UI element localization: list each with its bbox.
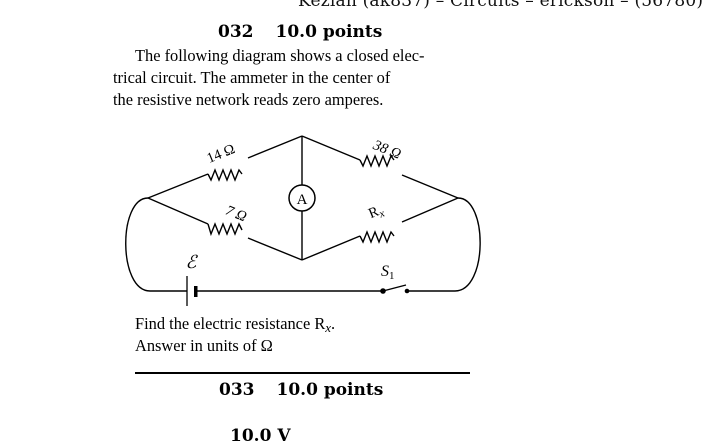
ammeter-circle: [288, 184, 316, 212]
resistor-38-zigzag: [359, 154, 395, 168]
emf-label: ℰ: [186, 252, 199, 272]
ammeter: A: [288, 184, 316, 212]
switch-blade: [382, 284, 407, 292]
switch-label-sub: 1: [389, 270, 395, 282]
resistor-7-zigzag: [207, 222, 243, 237]
wire-outer-left: [125, 197, 151, 292]
paragraph-line: the resistive network reads zero amperes…: [113, 90, 384, 109]
resistor-label-38: 38 Ω: [370, 137, 403, 163]
switch-label: S1: [381, 263, 395, 282]
question-points: 10.0 points: [275, 22, 383, 42]
question-separator: [135, 372, 470, 374]
wire-top-left-2: [247, 135, 303, 159]
wire-top-left: [147, 173, 209, 199]
question-heading-033: 033 10.0 points: [219, 380, 383, 400]
resistor-label-14: 14 Ω: [205, 141, 238, 167]
resistor-label-rx: Rx: [366, 202, 386, 224]
paragraph-line: The following diagram shows a closed ele…: [135, 46, 425, 65]
wire-top-right-2: [401, 174, 459, 199]
switch-label-main: S: [381, 263, 389, 280]
resistor-14-zigzag: [207, 168, 243, 182]
wire-bottom-left-2: [247, 237, 303, 261]
wire-outer-right: [454, 197, 481, 292]
next-question-partial-text: 10.0 V: [230, 426, 291, 446]
wire-bottom-left: [147, 197, 209, 225]
switch-contact-left: [380, 288, 386, 294]
prompt-text: Find the electric resistance R: [135, 314, 326, 333]
circuit-diagram: A 14 Ω 38 Ω 7 Ω Rx ℰ S1: [125, 135, 481, 306]
battery-short-plate: [194, 286, 198, 297]
paragraph-line: trical circuit. The ammeter in the cente…: [113, 68, 391, 87]
ammeter-label: A: [297, 192, 308, 208]
rx-sub: x: [377, 207, 387, 220]
question-paragraph: The following diagram shows a closed ele…: [113, 45, 483, 111]
wire-bottom-right-2: [401, 197, 459, 223]
wire-bottom-right: [301, 235, 361, 261]
switch-contact-right: [404, 288, 410, 294]
prompt-end: .: [331, 314, 336, 333]
question-heading-032: 032 10.0 points: [218, 22, 382, 42]
page-header: Keziah (ak837) – Circuits – erickson – (…: [298, 0, 703, 11]
resistor-label-7: 7 Ω: [223, 203, 249, 226]
question-number: 033: [219, 380, 255, 400]
question-points: 10.0 points: [276, 380, 384, 400]
question-prompt: Find the electric resistance Rx.: [135, 314, 335, 336]
resistor-rx-zigzag: [359, 230, 395, 244]
wire-top-right: [301, 135, 361, 161]
question-number: 032: [218, 22, 254, 42]
prompt-subscript: x: [325, 320, 332, 335]
answer-units: Answer in units of Ω: [135, 336, 273, 355]
